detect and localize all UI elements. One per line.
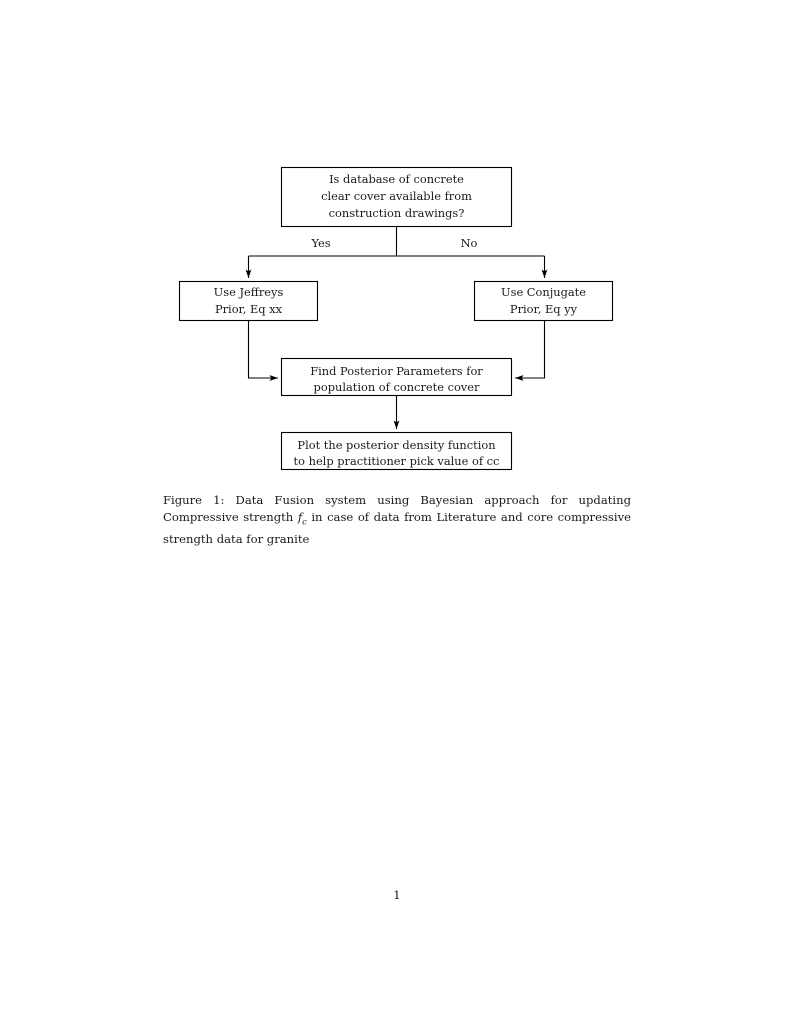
figure-caption-label: Figure 1:: [163, 493, 225, 507]
node-find-posterior-parameters[interactable]: Find Posterior Parameters for population…: [280, 357, 513, 397]
flowchart-canvas: Yes No Is database of concrete clear cov…: [178, 166, 614, 471]
node-conjugate-line-1: Use Conjugate: [501, 285, 586, 299]
figure-caption-body-2: in case of data from Literature and core…: [163, 510, 631, 547]
figure-caption-math-fc: fc: [297, 510, 307, 527]
node-conjugate-rect: [473, 280, 614, 322]
node-posterior-line-2: population of concrete cover: [314, 380, 480, 394]
node-posterior-line-1: Find Posterior Parameters for: [310, 364, 483, 378]
edge-label-no: No: [461, 236, 478, 250]
node-jeffreys-line-1: Use Jeffreys: [214, 285, 284, 299]
node-decision-rect: [280, 166, 513, 228]
node-conjugate-line-2: Prior, Eq yy: [510, 302, 578, 316]
figure-caption: Figure 1: Data Fusion system using Bayes…: [163, 492, 631, 549]
node-jeffreys-line-2: Prior, Eq xx: [215, 302, 283, 316]
edge-label-yes: Yes: [310, 236, 330, 250]
node-plot-line-1: Plot the posterior density function: [297, 438, 496, 452]
page-number: 1: [393, 888, 401, 902]
math-base: f: [297, 510, 303, 525]
node-plot-posterior-density[interactable]: Plot the posterior density function to h…: [280, 431, 513, 471]
node-jeffreys-rect: [178, 280, 319, 322]
figure-flowchart: Yes No Is database of concrete clear cov…: [0, 0, 794, 490]
figure-caption-body-1: Data Fusion system using Bayesian approa…: [163, 493, 631, 525]
node-decision-line-2: clear cover available from: [321, 189, 472, 203]
node-decision-line-1: Is database of concrete: [329, 172, 464, 186]
edge-jeffreys-to-posterior: [247, 321, 279, 381]
node-posterior-rect: [280, 357, 513, 397]
node-conjugate-prior[interactable]: Use Conjugate Prior, Eq yy: [473, 280, 614, 322]
node-decision-database[interactable]: Is database of concrete clear cover avai…: [280, 166, 513, 228]
node-jeffreys-prior[interactable]: Use Jeffreys Prior, Eq xx: [178, 280, 319, 322]
node-plot-rect: [280, 431, 513, 471]
node-decision-line-3: construction drawings?: [329, 206, 465, 220]
edge-conjugate-to-posterior: [514, 321, 546, 381]
node-plot-line-2: to help practitioner pick value of cc: [294, 454, 500, 468]
figure-caption-text-part1: [224, 493, 235, 507]
math-subscript: c: [302, 516, 307, 527]
